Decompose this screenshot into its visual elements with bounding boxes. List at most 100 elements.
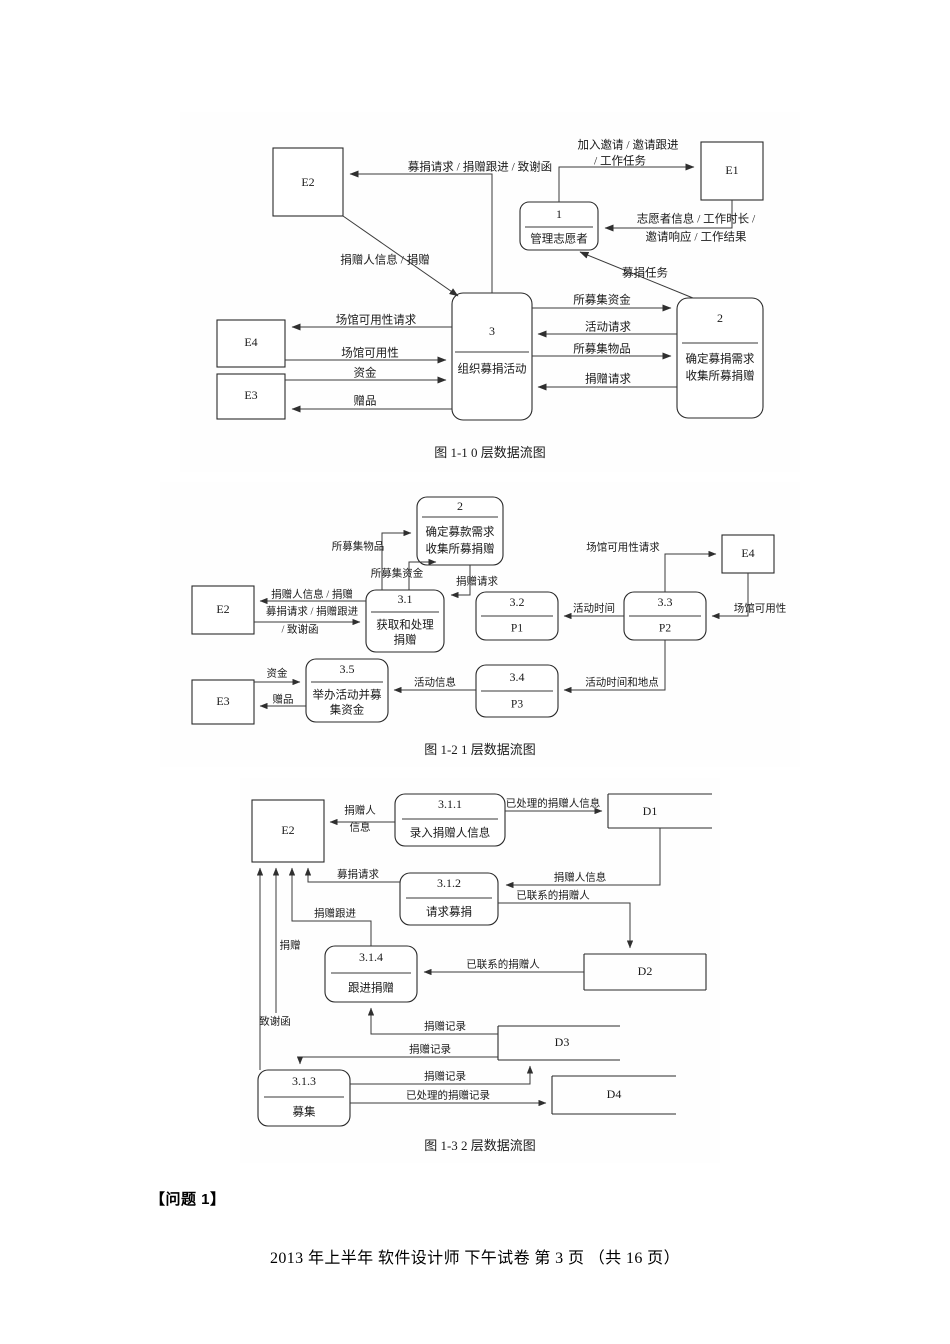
process-3-1-1-number: 3.1.1	[438, 797, 462, 811]
flow-volunteer-info-label-line1: 志愿者信息 / 工作时长 /	[637, 212, 756, 226]
process-3-2-name: P1	[511, 623, 523, 635]
figure-2-layer-caption: 图 1-3 2 层数据流图	[424, 1138, 536, 1153]
process-3-3-name: P2	[659, 623, 671, 635]
external-entity-e2	[251, 799, 325, 863]
flow-thanks-letter-label: 致谢函	[259, 1014, 291, 1027]
flow-donation-record-from-313	[350, 1065, 534, 1085]
flow-event-info-label: 活动信息	[414, 675, 456, 688]
question-heading: 【问题 1】	[150, 1191, 226, 1208]
process-2-name-line2: 收集所募捐赠	[426, 542, 495, 556]
figure-2-layer-dfd: E2 3.1.1 录入捐赠人信息 D1 3.1.2 请求募捐 3.1.4 跟进捐…	[240, 778, 720, 1163]
external-entity-e4-label: E4	[741, 546, 754, 560]
process-3-5-name-line1: 举办活动并募	[313, 688, 382, 702]
flow-donation-request-label: 捐赠请求	[585, 372, 631, 386]
process-2-number: 2	[457, 499, 463, 513]
external-entity-e3	[216, 373, 286, 420]
process-3-4-number: 3.4	[510, 670, 525, 684]
process-2-name-line1: 确定募款需求	[426, 525, 495, 539]
flow-donation-request-label: 捐赠请求	[456, 574, 498, 587]
external-entity-e2	[191, 585, 255, 635]
external-entity-e3-label: E3	[244, 388, 257, 402]
data-store-d3-label: D3	[555, 1035, 570, 1049]
process-3-1-4-name: 跟进捐赠	[348, 981, 394, 995]
flow-gift-label: 赠品	[273, 692, 294, 705]
process-3-number: 3	[489, 324, 495, 338]
flow-donation-record-to-313-label: 捐赠记录	[409, 1042, 451, 1055]
flow-donation-followup-label: 捐赠跟进	[314, 906, 356, 919]
flow-gift-label: 赠品	[354, 394, 377, 408]
process-3-1-3	[257, 1069, 351, 1127]
process-2-name-line1: 确定募捐需求	[686, 352, 755, 366]
process-3-5-number: 3.5	[340, 662, 355, 676]
flow-fundraising-task	[579, 251, 694, 299]
flow-fundraising-request-label: 募捐请求 / 捐赠跟进 / 致谢函	[408, 160, 552, 174]
figure-0-layer-caption: 图 1-1 0 层数据流图	[434, 445, 546, 460]
figure-1-layer-caption: 图 1-2 1 层数据流图	[424, 742, 536, 757]
flow-event-time-place-label: 活动时间和地点	[585, 675, 659, 688]
flow-event-time-place	[563, 640, 666, 694]
data-store-d1-label: D1	[643, 804, 658, 818]
process-3-1-name-line2: 捐赠	[394, 633, 417, 647]
data-store-d4-label: D4	[607, 1087, 622, 1101]
flow-donation-label: 捐赠	[280, 938, 301, 951]
process-3-1-3-name: 募集	[293, 1105, 316, 1119]
external-entity-e3-label: E3	[216, 694, 229, 708]
flow-contacted-donor-from-d2-label: 已联系的捐赠人	[466, 957, 540, 970]
flow-event-request-label: 活动请求	[585, 320, 631, 334]
process-3-3-number: 3.3	[658, 595, 673, 609]
flow-processed-donor-info-label: 已处理的捐赠人信息	[506, 796, 601, 809]
flow-raised-items-label: 所募集物品	[573, 342, 631, 356]
flow-donor-info-to-e2-label-line2: 信息	[350, 820, 371, 833]
external-entity-e4	[721, 534, 775, 574]
flow-venue-request	[664, 550, 717, 592]
external-entity-e4	[216, 319, 286, 368]
process-2	[676, 297, 764, 419]
flow-donation-followup	[288, 867, 372, 946]
page-footer: 2013 年上半年 软件设计师 下午试卷 第 3 页 （共 16 页）	[269, 1250, 680, 1267]
flow-donation-record-from-313-label: 捐赠记录	[424, 1069, 466, 1082]
process-3-1-name-line1: 获取和处理	[376, 619, 434, 632]
flow-fundraising-request-label: 募捐请求 / 捐赠跟进	[266, 604, 359, 617]
process-2-name-line2: 收集所募捐赠	[686, 369, 755, 383]
flow-fundraising-request-to-e2	[304, 867, 400, 883]
figure-1-layer-dfd: 2 确定募款需求 收集所募捐赠 E2 E3 E4 3.1 获取和处理 捐赠 3.…	[160, 482, 800, 767]
process-3-name: 组织募捐活动	[458, 362, 527, 376]
flow-venue-availability-label: 场馆可用性	[341, 346, 399, 360]
process-3-1-1	[394, 793, 506, 847]
external-entity-e3	[191, 679, 255, 725]
process-3-1-1-name: 录入捐赠人信息	[410, 826, 491, 840]
flow-volunteer-info-label-line2: 邀请响应 / 工作结果	[646, 230, 747, 244]
flow-join-invitation-label-line2: / 工作任务	[594, 154, 647, 168]
flow-donor-info-label: 捐赠人信息 / 捐赠	[340, 253, 429, 267]
process-1-name: 管理志愿者	[530, 232, 588, 246]
process-3-4-name: P3	[511, 699, 523, 711]
flow-venue-availability-label: 场馆可用性	[734, 601, 787, 614]
external-entity-e2-label: E2	[216, 602, 229, 616]
process-3-1-4-number: 3.1.4	[359, 950, 383, 964]
process-3-5-name-line2: 集资金	[330, 703, 365, 717]
flow-donation-record-to-314	[367, 1007, 498, 1035]
external-entity-e1	[700, 141, 764, 201]
flow-funds-label: 资金	[267, 666, 288, 679]
flow-contacted-donor-to-d2-label: 已联系的捐赠人	[516, 888, 590, 901]
flow-raised-funds-label: 所募集资金	[371, 566, 424, 579]
flow-venue-request-label: 场馆可用性请求	[336, 313, 417, 327]
flow-join-invitation	[558, 163, 695, 202]
flow-raised-items	[381, 529, 412, 590]
figure-0-layer-dfd: E2 E1 E4 E3 1 管理志愿者 2 确定募捐需求 收集所募捐赠 3	[180, 112, 800, 472]
process-2-number: 2	[717, 311, 723, 325]
flow-donation-record-to-314-label: 捐赠记录	[424, 1019, 466, 1032]
flow-donor-info-from-d1-label: 捐赠人信息	[554, 870, 607, 883]
process-3-1-3-number: 3.1.3	[292, 1074, 316, 1088]
process-3	[451, 292, 533, 421]
external-entity-e4-label: E4	[244, 335, 257, 349]
flow-raised-funds	[408, 558, 437, 590]
flow-join-invitation-label-line1: 加入邀请 / 邀请跟进	[578, 138, 679, 152]
flow-venue-availability	[711, 573, 749, 620]
process-3-2-number: 3.2	[510, 595, 525, 609]
flow-fundraising-request	[349, 170, 493, 293]
external-entity-e1-label: E1	[725, 163, 738, 177]
flow-donor-info-from-d1	[505, 828, 661, 889]
flow-contacted-donor-to-d2	[498, 902, 634, 949]
process-3-1-2-number: 3.1.2	[437, 876, 461, 890]
